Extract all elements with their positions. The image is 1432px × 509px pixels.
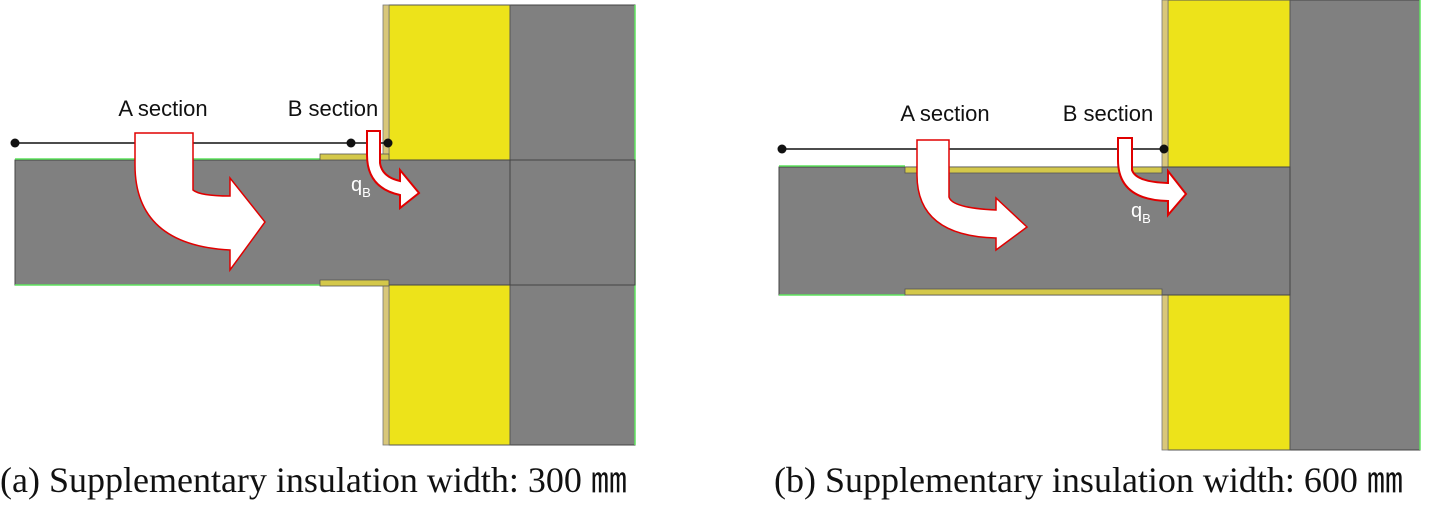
a-section-label: A section bbox=[900, 101, 989, 126]
supplementary-insulation-bottom bbox=[904, 288, 1163, 296]
section-point-start bbox=[10, 138, 20, 148]
qb-label: qB bbox=[1131, 200, 1151, 226]
section-point-b-left bbox=[346, 138, 356, 148]
section-point-b-right bbox=[1159, 144, 1169, 154]
qb-heat-flow-arrow bbox=[1117, 137, 1188, 218]
wall-insulation-upper bbox=[1167, 0, 1291, 168]
supplementary-insulation-top bbox=[904, 166, 1163, 174]
panel-a: A section B section qA qB (a) Supplement… bbox=[0, 0, 716, 504]
slab-concrete bbox=[778, 166, 1291, 296]
slab-wall-joint bbox=[509, 159, 636, 286]
diagram-b: A section B section qA qB (b) Supplement… bbox=[774, 0, 1421, 500]
qb-label: qB bbox=[351, 174, 371, 200]
section-point-start bbox=[777, 144, 787, 154]
wall-finish-lower bbox=[1161, 289, 1169, 451]
wall-insulation-upper bbox=[388, 4, 511, 161]
diagram-a: A section B section qA qB (a) Supplement… bbox=[0, 4, 636, 500]
qa-heat-flow-arrow bbox=[134, 132, 266, 273]
caption-a: (a) Supplementary insulation width: 300 … bbox=[0, 460, 627, 500]
caption-b: (b) Supplementary insulation width: 600 … bbox=[774, 460, 1403, 500]
qa-label: qA bbox=[934, 200, 954, 226]
supplementary-insulation-bottom bbox=[319, 279, 390, 287]
wall-concrete bbox=[1289, 0, 1421, 451]
wall-insulation-lower bbox=[1167, 294, 1291, 451]
section-point-b-right bbox=[383, 138, 393, 148]
b-section-label: B section bbox=[288, 96, 379, 121]
a-section-label: A section bbox=[118, 96, 207, 121]
wall-insulation-lower bbox=[388, 284, 511, 446]
qb-heat-flow-arrow bbox=[366, 130, 421, 211]
qa-label: qA bbox=[157, 174, 177, 200]
b-section-label: B section bbox=[1063, 101, 1154, 126]
panel-b: A section B section qA qB (b) Supplement… bbox=[716, 0, 1432, 504]
qa-heat-flow-arrow bbox=[916, 139, 1029, 252]
supplementary-insulation-top bbox=[319, 153, 390, 161]
wall-finish-lower bbox=[382, 279, 390, 446]
